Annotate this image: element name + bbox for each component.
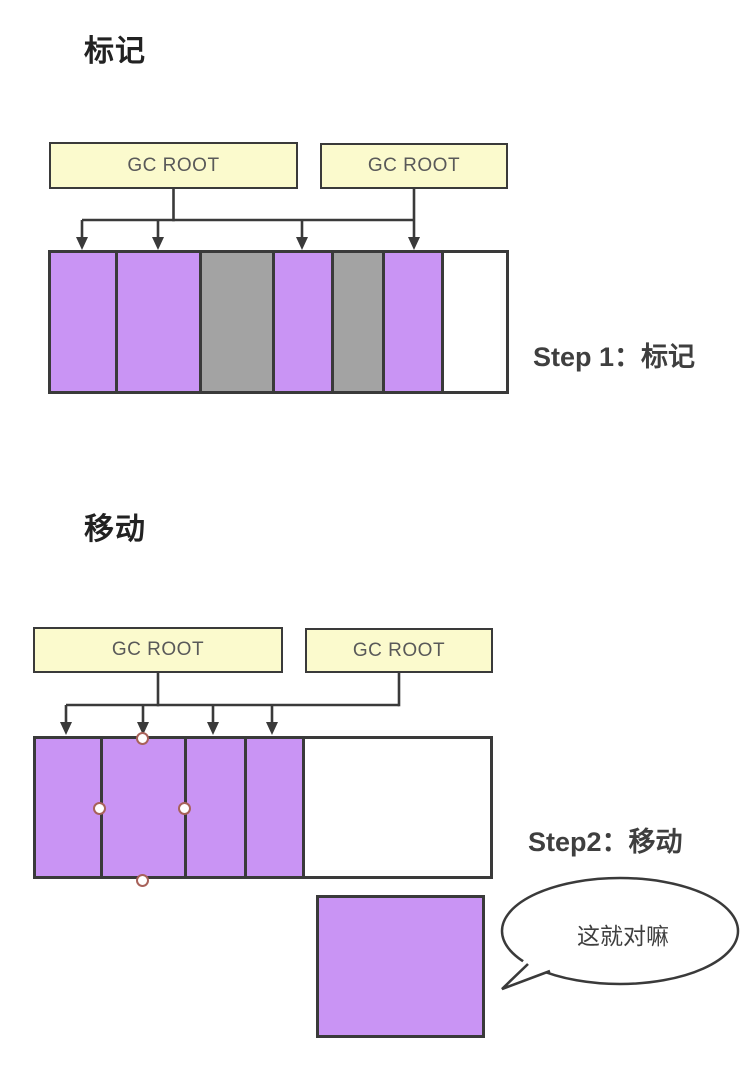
gc-root-box[interactable]: GC ROOT bbox=[305, 628, 493, 673]
moved-object-block[interactable] bbox=[316, 895, 485, 1038]
arrowhead-icon bbox=[408, 237, 420, 250]
arrowhead-icon bbox=[76, 237, 88, 250]
memory-cell-live[interactable] bbox=[103, 739, 187, 876]
gc-root-label: GC ROOT bbox=[127, 154, 220, 176]
heap-row-move bbox=[33, 736, 493, 879]
memory-cell-live[interactable] bbox=[247, 739, 305, 876]
arrowhead-icon bbox=[266, 722, 278, 735]
step1-label: Step 1：标记 bbox=[533, 342, 696, 372]
gc-root-label: GC ROOT bbox=[352, 639, 446, 661]
arrowhead-icon bbox=[152, 237, 164, 250]
arrowhead-icon bbox=[60, 722, 72, 735]
memory-cell-live[interactable] bbox=[36, 739, 103, 876]
memory-cell-free[interactable] bbox=[444, 253, 506, 391]
memory-cell-live[interactable] bbox=[275, 253, 334, 391]
memory-cell-live[interactable] bbox=[118, 253, 202, 391]
memory-cell-live[interactable] bbox=[51, 253, 118, 391]
memory-cell-free[interactable] bbox=[305, 739, 490, 876]
gc-root-label: GC ROOT bbox=[111, 639, 205, 660]
connection-handle-left[interactable] bbox=[92, 801, 106, 815]
gc-root-box[interactable]: GC ROOT bbox=[33, 627, 283, 673]
section-mark-title: 标记 bbox=[84, 35, 146, 68]
memory-cell-live[interactable] bbox=[187, 739, 247, 876]
connection-handle-top[interactable] bbox=[135, 731, 149, 745]
gc-root-box[interactable]: GC ROOT bbox=[49, 142, 298, 189]
gc-root-label: GC ROOT bbox=[367, 155, 461, 176]
gc-root-box[interactable]: GC ROOT bbox=[320, 143, 508, 189]
arrowhead-icon bbox=[207, 722, 219, 735]
memory-cell-garbage[interactable] bbox=[334, 253, 385, 391]
memory-cell-live[interactable] bbox=[385, 253, 444, 391]
connection-handle-bottom[interactable] bbox=[135, 873, 149, 887]
speech-bubble-text: 这就对嘛 bbox=[577, 923, 669, 949]
connection-handle-right[interactable] bbox=[177, 801, 191, 815]
arrowhead-icon bbox=[296, 237, 308, 250]
section-move-title: 移动 bbox=[84, 513, 146, 546]
heap-row-mark bbox=[48, 250, 509, 394]
memory-cell-garbage[interactable] bbox=[202, 253, 275, 391]
step2-label: Step2：移动 bbox=[528, 827, 683, 857]
